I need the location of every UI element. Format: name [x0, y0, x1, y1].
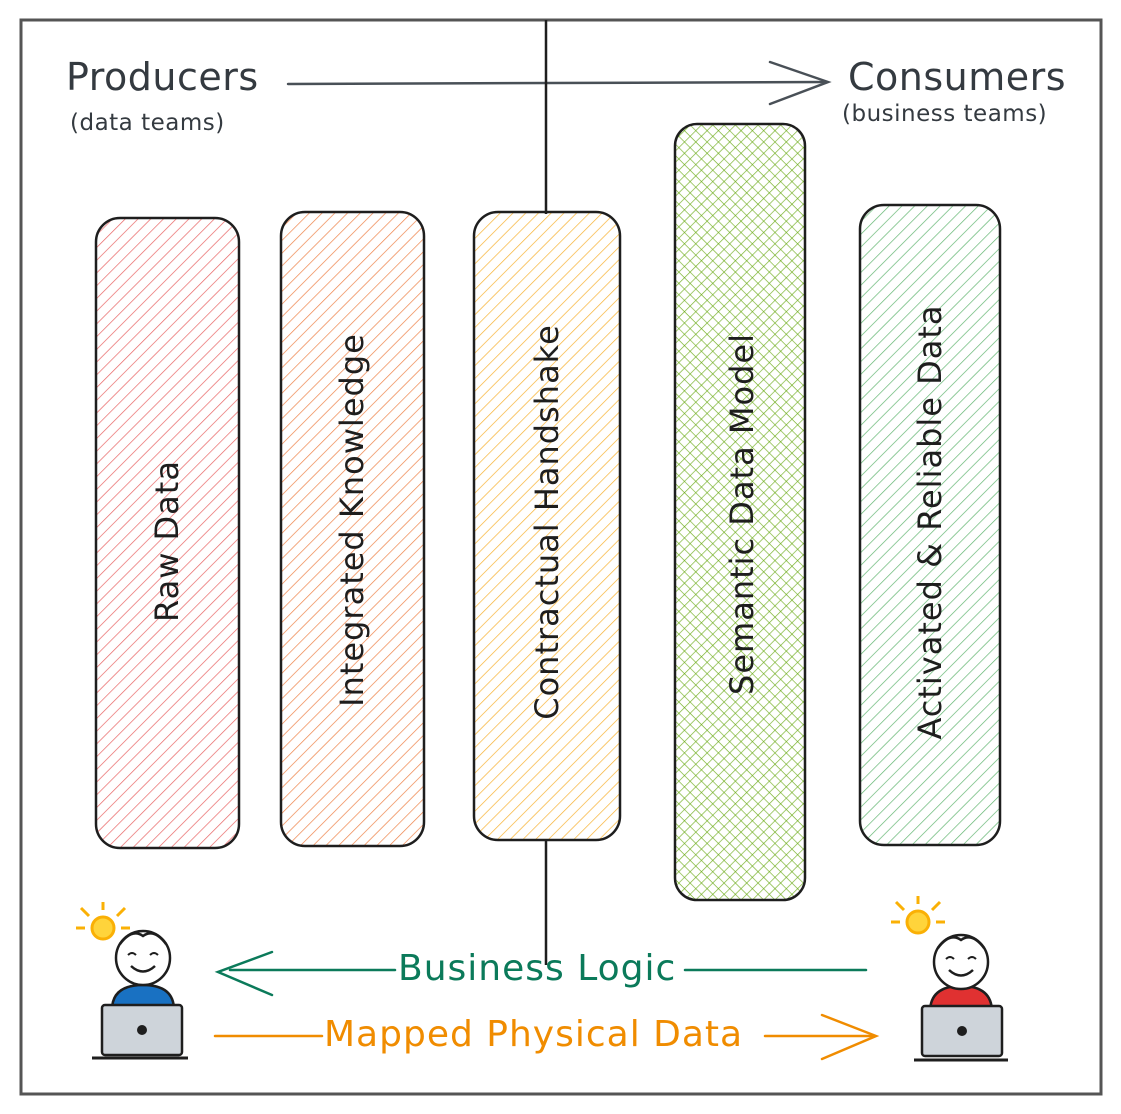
column-label-raw-data: Raw Data [148, 460, 186, 622]
outer-frame [19, 18, 1103, 1096]
left-person-icon [76, 902, 188, 1060]
business-logic-label: Business Logic [398, 948, 677, 989]
column-label-integrated-knowledge: Integrated Knowledge [333, 333, 371, 707]
producers-to-consumers-arrow [286, 60, 832, 106]
producers-subtitle: (data teams) [70, 110, 225, 136]
producers-title: Producers [66, 55, 259, 99]
column-label-contractual-handshake: Contractual Handshake [528, 324, 566, 720]
column-raw-data [94, 216, 241, 850]
consumers-subtitle: (business teams) [842, 101, 1048, 127]
right-lightbulb-icon [891, 896, 945, 935]
column-contractual-handshake [472, 210, 622, 842]
mapped-physical-data-arrow [213, 1013, 880, 1061]
left-lightbulb-icon [76, 902, 130, 941]
column-label-semantic-data-model: Semantic Data Model [723, 333, 761, 695]
column-integrated-knowledge [279, 210, 426, 848]
business-logic-arrow [214, 950, 868, 997]
right-person-icon [891, 896, 1008, 1062]
column-semantic-data-model [673, 122, 807, 902]
column-activated-reliable-data [858, 203, 1002, 847]
column-label-activated-reliable-data: Activated & Reliable Data [911, 304, 949, 740]
mapped-physical-data-label: Mapped Physical Data [324, 1014, 744, 1055]
consumers-title: Consumers [848, 55, 1067, 99]
